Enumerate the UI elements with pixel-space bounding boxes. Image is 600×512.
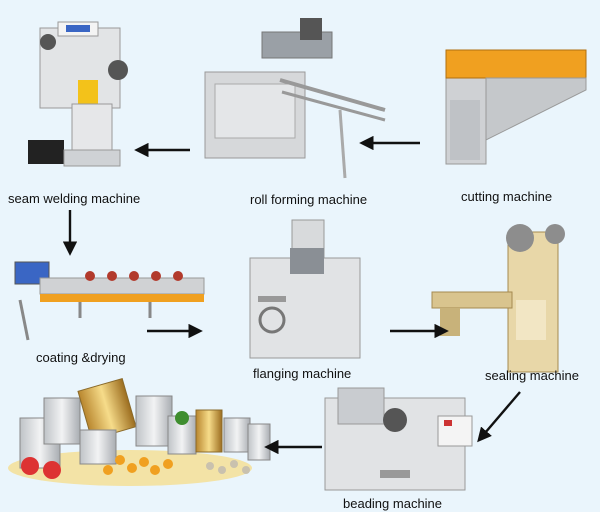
seam-welding-machine-image: [28, 21, 128, 167]
beading-machine-image: [324, 387, 473, 491]
cutting-machine-image: [445, 49, 587, 165]
coating-drying-line-image: [14, 261, 205, 341]
label-beading-machine: beading machine: [343, 496, 443, 511]
label-coating-drying: coating &drying: [36, 350, 126, 365]
flanging-machine-image: [249, 219, 361, 359]
label-seam-welding-machine: seam welding machine: [8, 191, 141, 206]
label-roll-forming-machine: roll forming machine: [250, 192, 368, 207]
sealing-machine-image: [431, 224, 565, 373]
finished-cans-image: [8, 378, 271, 486]
label-sealing-machine: sealing machine: [485, 368, 579, 383]
arrow-sealing-to-beading: [477, 391, 521, 443]
roll-forming-machine-image: [204, 18, 386, 179]
label-cutting-machine: cutting machine: [461, 189, 553, 204]
label-flanging-machine: flanging machine: [253, 366, 352, 381]
